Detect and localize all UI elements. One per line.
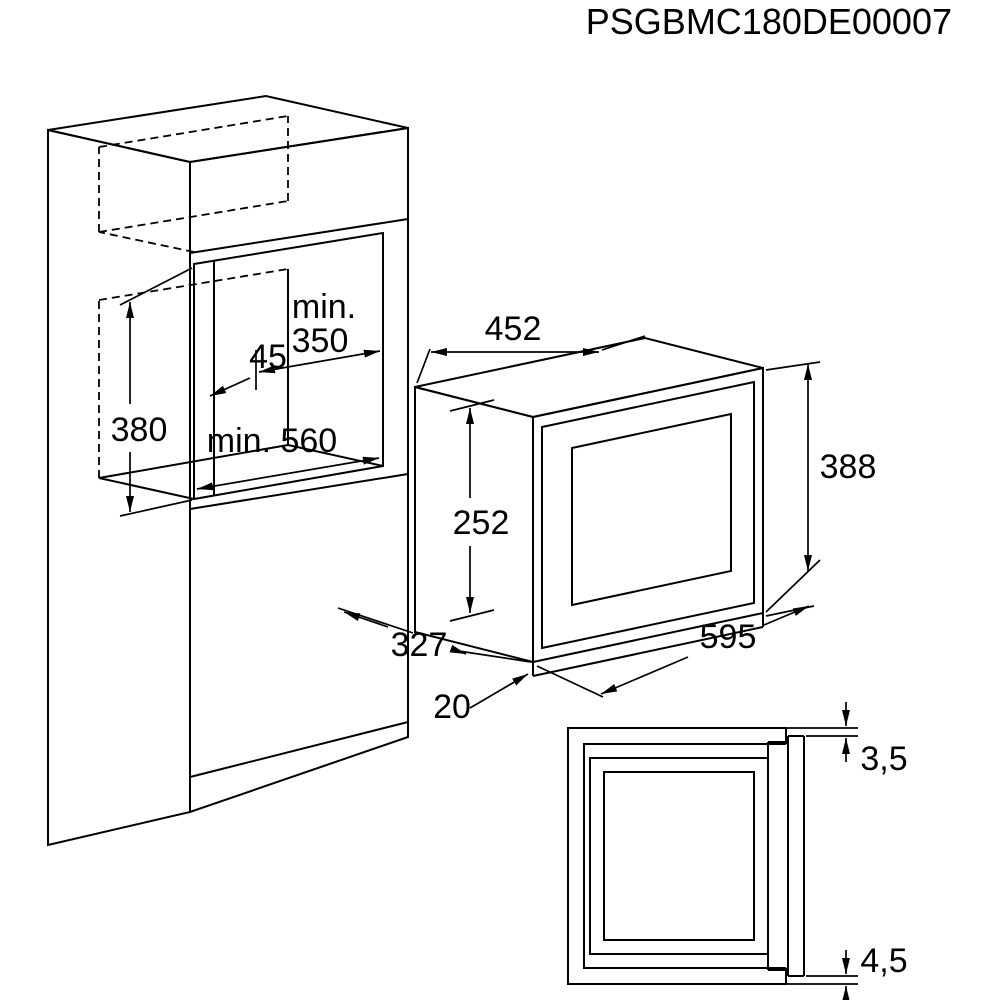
cabinet-hidden-edges [98, 115, 289, 478]
niche-height-label: 380 [111, 411, 168, 449]
dimension-oven-height: 388 [765, 361, 877, 613]
dimension-niche-height: 380 [111, 267, 193, 517]
dimension-front-clearance: 45 [209, 338, 287, 397]
oven-top-width-label: 452 [485, 310, 542, 348]
niche-width-label: min. 560 [207, 422, 337, 460]
dimension-oven-top-width: 452 [416, 310, 646, 384]
niche-depth-min-label: min. [292, 288, 356, 326]
dimension-trim-overlap: 20 [433, 673, 529, 726]
niche-depth-label: 350 [292, 322, 349, 360]
trim-overlap-label: 20 [433, 688, 471, 726]
dimension-section-top-gap: 3,5 [786, 702, 908, 778]
dimension-niche-depth: min. 350 [255, 288, 381, 390]
section-detail [567, 727, 805, 985]
dimension-oven-inner-height: 252 [449, 399, 510, 622]
dimension-section-bottom-gap: 4,5 [786, 942, 908, 1000]
oven-depth-label: 327 [391, 626, 448, 664]
oven-width-label: 595 [700, 618, 757, 656]
front-clearance-label: 45 [249, 338, 287, 376]
drawing-code-label: PSGBMC180DE00007 [586, 1, 952, 42]
cabinet-outline [47, 94, 409, 847]
dimension-oven-width: 595 [536, 605, 815, 698]
oven-outline [414, 336, 764, 677]
section-top-gap-label: 3,5 [860, 740, 907, 778]
oven-height-label: 388 [820, 448, 877, 486]
dimension-niche-width: min. 560 [196, 422, 380, 491]
dimension-oven-depth: 327 [337, 607, 532, 664]
section-bottom-gap-label: 4,5 [860, 942, 907, 980]
oven-inner-height-label: 252 [453, 504, 510, 542]
